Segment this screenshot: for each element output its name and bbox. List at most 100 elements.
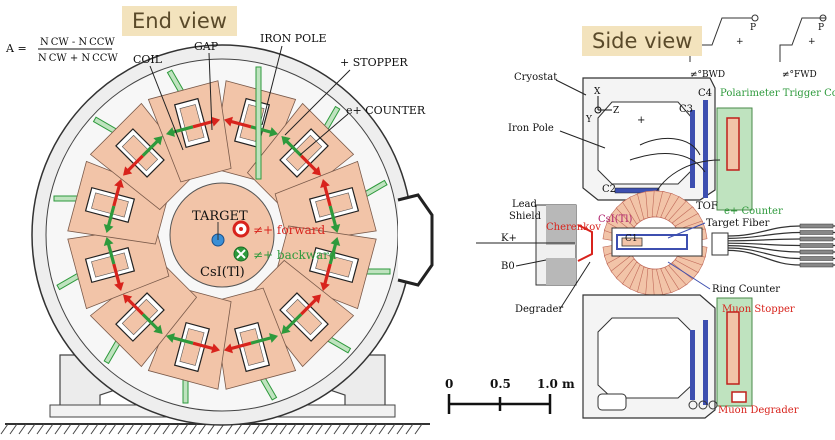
bwd-pt: P (750, 23, 756, 33)
hatch-mark (81, 423, 90, 435)
upper-plus: + (637, 115, 645, 126)
cherenkov-label: Cherenkov (546, 222, 601, 233)
iron-pole-side-label: Iron Pole (508, 123, 554, 134)
polarization-arrow (106, 205, 116, 228)
bolt-3 (708, 400, 718, 410)
coil-core (315, 192, 353, 218)
hatch-mark (108, 423, 117, 435)
hatch-mark (54, 423, 63, 435)
axis-z-label: Z (613, 106, 619, 116)
degrader-label: Degrader (515, 304, 563, 315)
polarization-arrow (300, 154, 318, 173)
hatch-mark (171, 423, 180, 435)
fwd-pt-symbol (819, 14, 827, 22)
hatch-mark (405, 423, 414, 435)
end-view-panel: TARGET ≠+ forward ≠+ backward CsI(Tl) A … (0, 32, 434, 435)
counter-label: e+ COUNTER (346, 104, 426, 117)
hatch-mark (18, 423, 27, 435)
polarization-arrow (284, 313, 303, 331)
floor-hatch (0, 423, 423, 435)
coil-core (239, 328, 265, 366)
arrow-head (103, 236, 114, 246)
polarization-arrow (106, 242, 116, 265)
hatch-mark (63, 423, 72, 435)
hatch-mark (135, 423, 144, 435)
coil-core (315, 252, 353, 278)
arrow-head (114, 282, 124, 292)
hatch-mark (117, 423, 126, 435)
polarization-arrow (112, 184, 122, 207)
fiber-readout (799, 230, 834, 235)
hatch-mark (342, 423, 351, 435)
coil-core (285, 298, 323, 336)
coil-core (179, 104, 205, 142)
arrow-head (281, 136, 291, 146)
hatch-mark (360, 423, 369, 435)
polarization-arrow (141, 313, 160, 331)
fiber-readout (799, 249, 834, 255)
iron-pole-label: IRON POLE (260, 32, 327, 45)
hatch-mark (252, 423, 261, 435)
cryostat-label: Cryostat (514, 72, 557, 83)
b0-label: B0 (501, 261, 515, 272)
coil-label: COIL (133, 53, 163, 66)
coil-core (91, 252, 129, 278)
fwd-pt: P (818, 23, 824, 33)
lower-c4 (703, 320, 708, 405)
lead-shield-label-2: Shield (509, 211, 542, 222)
end-view-title: End view (122, 6, 237, 36)
upper-stopper (726, 117, 740, 171)
arrow-head (211, 116, 221, 127)
arrow-head (269, 127, 279, 137)
magnet-sectors (53, 66, 391, 404)
hatch-mark (36, 423, 45, 435)
polarization-arrow (141, 139, 160, 157)
cryostat-leader (555, 79, 587, 96)
bolt-2 (698, 400, 708, 410)
hatch-mark (369, 423, 378, 435)
fiber-readout (799, 236, 834, 242)
hatch-mark (225, 423, 234, 435)
lead-shield-shade-lower (546, 258, 576, 285)
hatch-mark (153, 423, 162, 435)
stopper-leader (284, 69, 351, 136)
arrow-head (311, 166, 321, 176)
hatch-mark (261, 423, 270, 435)
backward-symbol-cross (236, 249, 246, 259)
hatch-mark (27, 423, 36, 435)
e-counter-label: e+ Counter (724, 206, 783, 217)
target-fiber-label: Target Fiber (706, 218, 770, 229)
hatch-mark (387, 423, 396, 435)
csi-side-label: CsI(Tl) (598, 214, 633, 225)
arrow-head (103, 224, 114, 234)
fwd-curve (779, 17, 826, 62)
hatch-mark (99, 423, 108, 435)
hatch-mark (90, 423, 99, 435)
muon-stopper-label: Muon Stopper (722, 304, 795, 315)
arrow-head (311, 294, 321, 304)
arrow-head (223, 343, 233, 354)
hatch-mark (234, 423, 243, 435)
arrow-head (269, 333, 279, 343)
degrader-leader (559, 261, 591, 310)
polarization-arrow (328, 242, 338, 265)
axis-y-label: Y (585, 115, 593, 125)
hatch-mark (378, 423, 387, 435)
hatch-mark (243, 423, 252, 435)
polarization-arrow (192, 341, 215, 351)
bwd-plus: + (736, 37, 744, 47)
tof-label: TOF (696, 201, 718, 212)
scale-label-0: 0 (445, 377, 453, 391)
polarization-arrow (328, 205, 338, 228)
e-counter-strip (255, 66, 262, 180)
beam-exit (711, 232, 729, 256)
ring-counter-label: Ring Counter (712, 284, 780, 295)
sector (147, 66, 262, 183)
hatch-mark (189, 423, 198, 435)
hatch-mark (0, 423, 9, 435)
gap-label: GAP (194, 40, 219, 53)
bwd-pt-symbol (751, 14, 759, 22)
hatch-mark (72, 423, 81, 435)
coil-core (121, 298, 159, 336)
polarization-arrow (229, 341, 252, 351)
